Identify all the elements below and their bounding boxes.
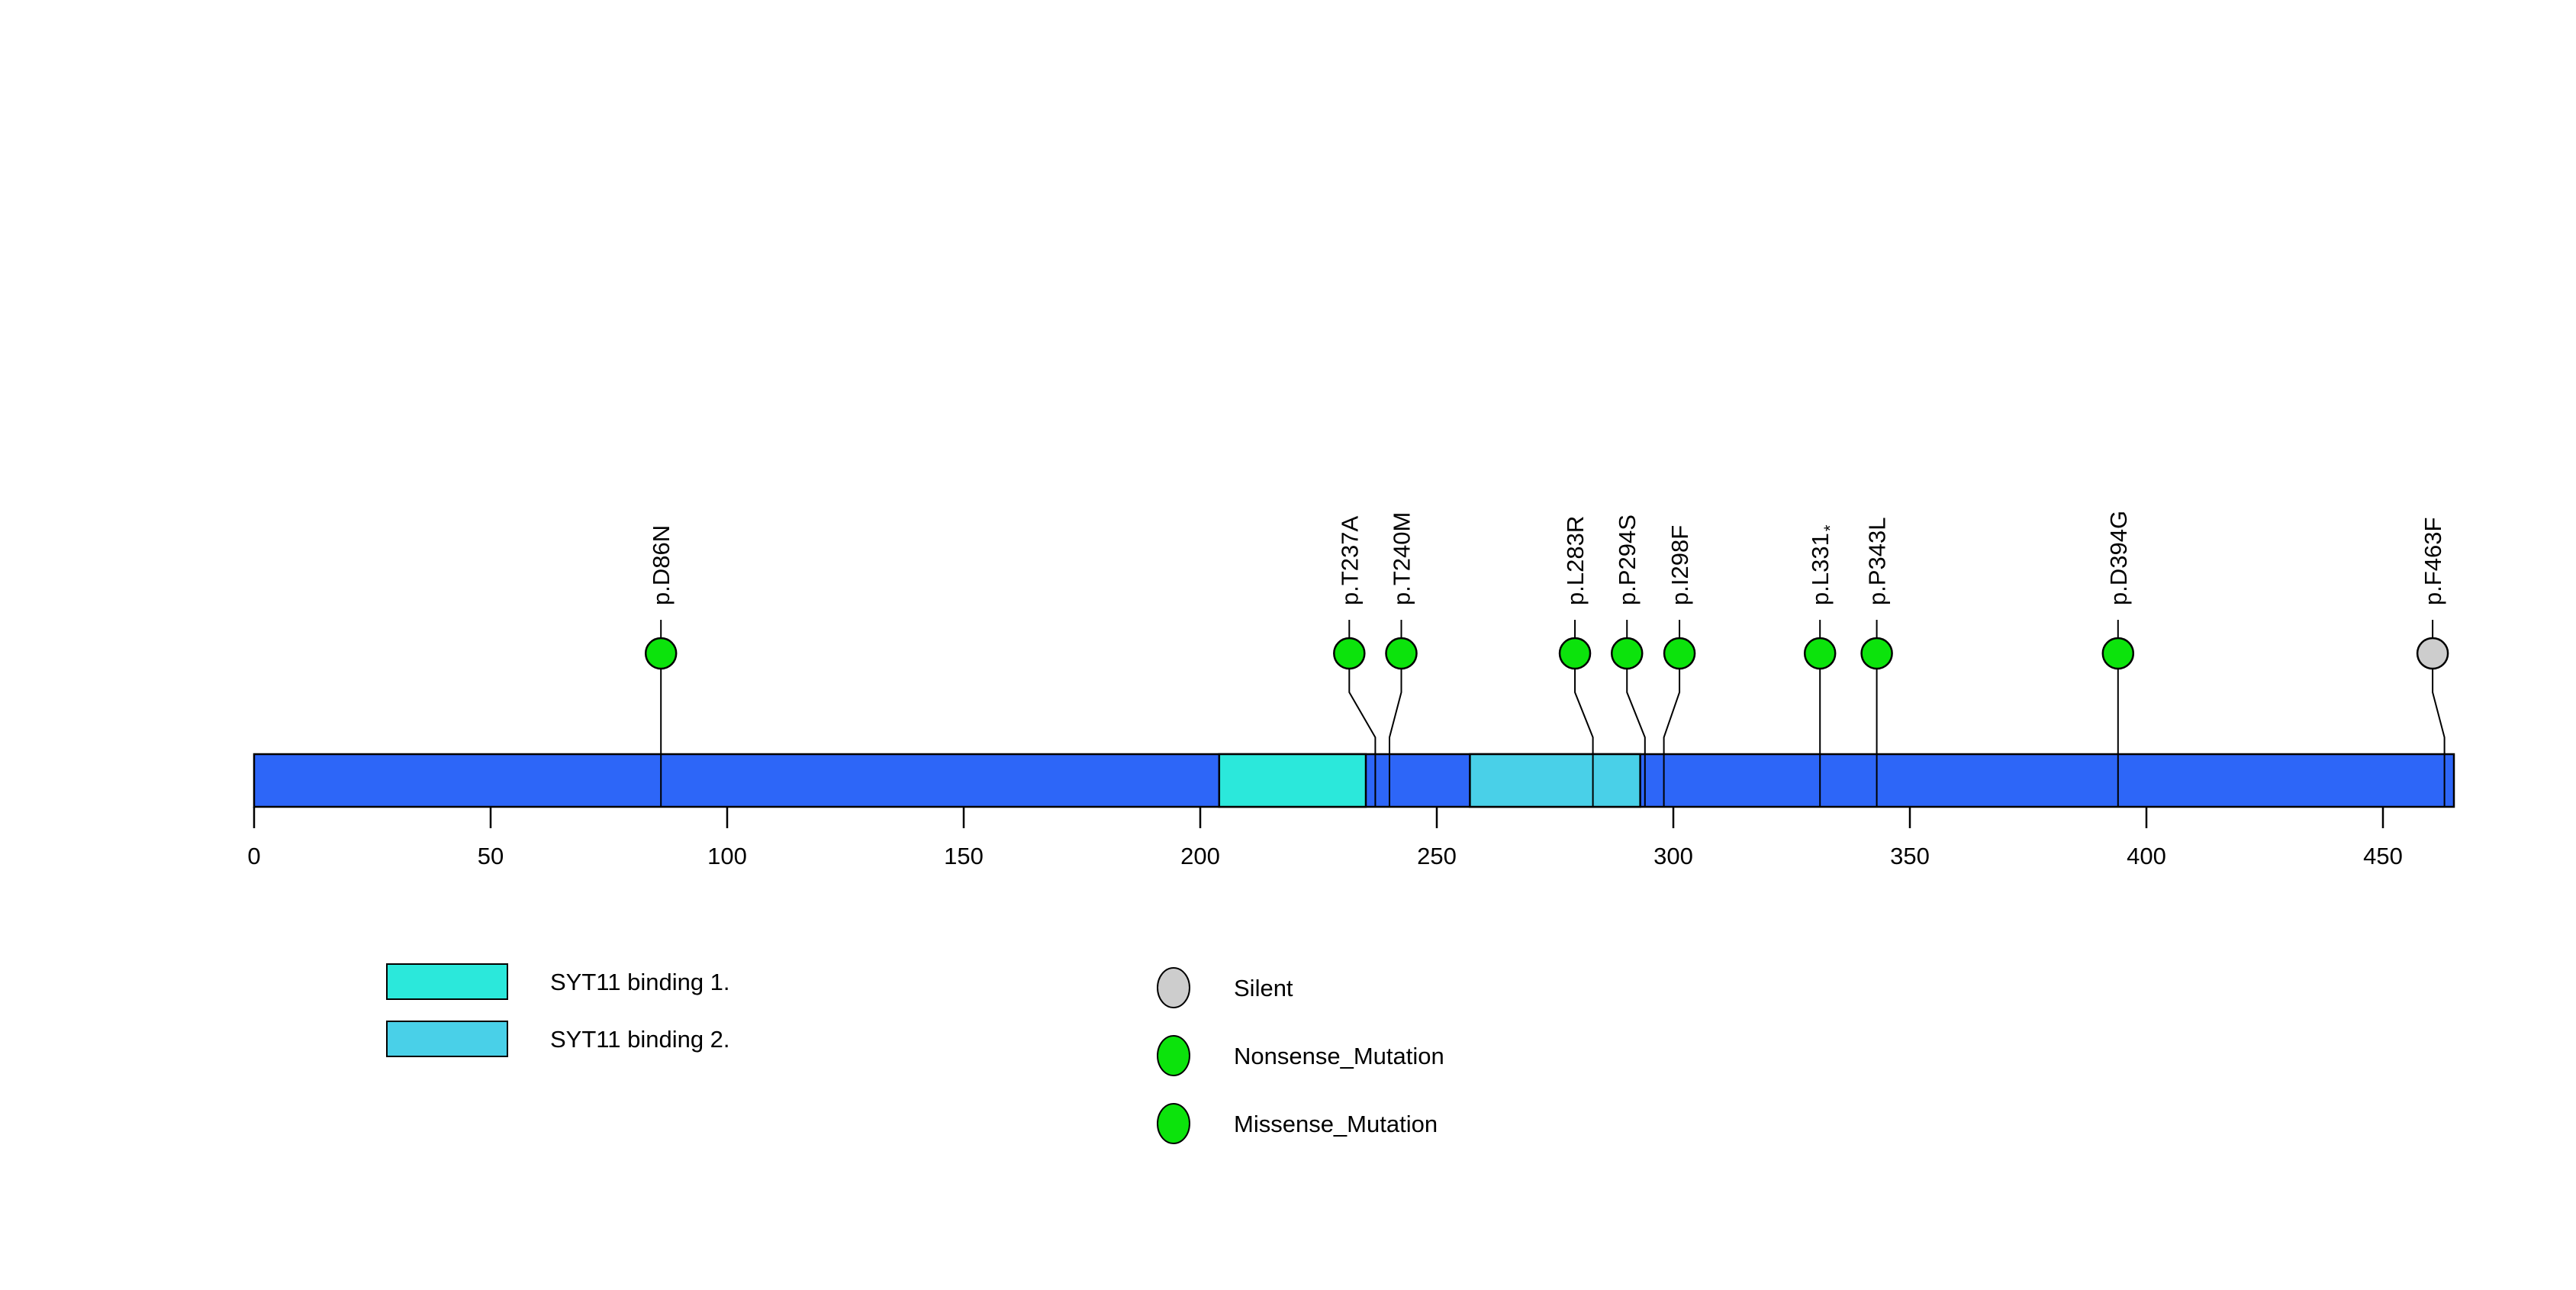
- axis-tick-label: 50: [478, 843, 504, 869]
- mutation-circle: [644, 637, 678, 670]
- axis-tick-label: 200: [1180, 843, 1220, 869]
- mutation-label: p.D394G: [2105, 511, 2132, 605]
- domain-rect-1: [1218, 753, 1367, 808]
- mutation-circle: [1558, 637, 1592, 670]
- axis-tick-label: 100: [707, 843, 747, 869]
- mutation-circle: [1610, 637, 1644, 670]
- legend-mutation-type-swatch: [1157, 1103, 1190, 1144]
- axis-tick-label: 450: [2363, 843, 2403, 869]
- mutation-circle: [2101, 637, 2135, 670]
- legend-mutation-type-swatch: [1157, 967, 1190, 1008]
- legend-mutation-type-swatch: [1157, 1035, 1190, 1076]
- axis-tick-label: 400: [2127, 843, 2166, 869]
- mutation-label: p.T237A: [1336, 515, 1363, 605]
- mutation-label: p.L331*: [1807, 524, 1840, 605]
- axis-tick-label: 0: [247, 843, 260, 869]
- mutation-label: p.L283R: [1562, 516, 1589, 605]
- mutation-circle: [1385, 637, 1418, 670]
- mutation-circle: [1333, 637, 1366, 670]
- axis-tick-label: 300: [1653, 843, 1693, 869]
- mutation-label: p.P294S: [1614, 514, 1641, 605]
- axis-tick-label: 150: [944, 843, 984, 869]
- legend-domain-swatch: [386, 963, 508, 1000]
- legend-domain-swatch: [386, 1021, 508, 1057]
- legend-domain-label: SYT11 binding 2.: [550, 1026, 730, 1053]
- mutation-label: p.I298F: [1666, 525, 1693, 605]
- domain-rect-2: [1469, 753, 1641, 808]
- axis-tick-label: 250: [1417, 843, 1457, 869]
- mutation-label: p.P343L: [1864, 518, 1891, 606]
- mutation-circle: [2416, 637, 2449, 670]
- mutation-circle: [1663, 637, 1696, 670]
- mutation-label: p.F463F: [2420, 518, 2446, 605]
- legend-domain-label: SYT11 binding 1.: [550, 969, 730, 995]
- mutation-label: p.D86N: [648, 525, 675, 605]
- axis-tick-label: 350: [1890, 843, 1930, 869]
- mutation-circle: [1860, 637, 1893, 670]
- mutation-label: p.T240M: [1389, 512, 1415, 605]
- legend-mutation-type-label: Nonsense_Mutation: [1234, 1043, 1444, 1069]
- legend-mutation-type-label: Missense_Mutation: [1234, 1111, 1438, 1137]
- mutation-circle: [1803, 637, 1837, 670]
- legend-mutation-type-label: Silent: [1234, 975, 1293, 1001]
